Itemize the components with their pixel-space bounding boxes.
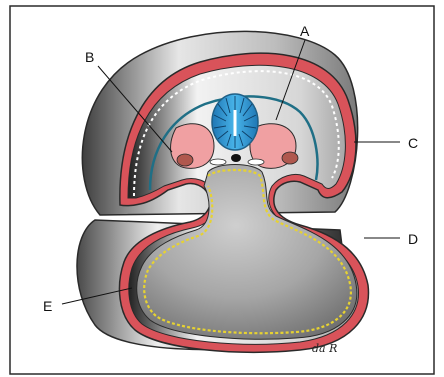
label-b: B — [85, 49, 94, 65]
notochord — [231, 154, 241, 162]
artist-signature: da R — [312, 342, 337, 355]
label-e: E — [43, 298, 52, 314]
dorsal-aorta-left — [210, 159, 226, 165]
label-c: C — [408, 135, 418, 151]
dorsal-aorta-right — [248, 159, 264, 165]
label-a: A — [300, 23, 310, 39]
intermediate-mesoderm-left — [177, 154, 193, 166]
label-d: D — [408, 231, 418, 247]
intermediate-mesoderm-right — [282, 152, 298, 164]
